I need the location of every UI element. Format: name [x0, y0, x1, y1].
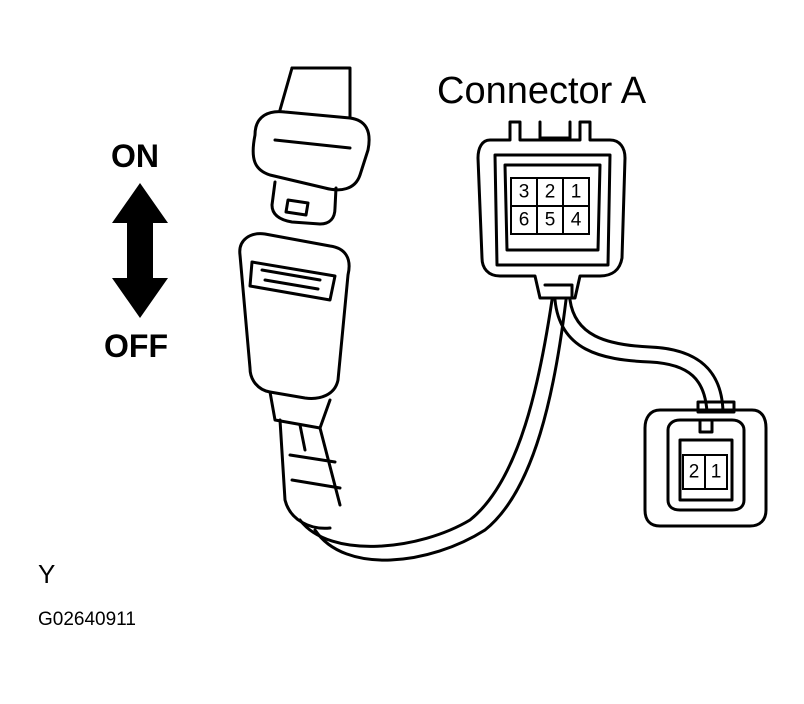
pin-label: 5	[545, 210, 556, 231]
belt-strap	[278, 66, 352, 120]
connector-a	[476, 120, 627, 300]
view-letter: Y	[38, 559, 56, 589]
branch-wire-inner	[568, 298, 725, 414]
connector-a-pin-grid	[510, 177, 590, 235]
pin-label: 2	[545, 182, 556, 203]
on-label: ON	[111, 138, 159, 174]
buckle-body	[238, 232, 351, 530]
tongue-plate	[251, 110, 371, 226]
pin-label: 1	[571, 182, 582, 203]
wire-harness-inner	[313, 298, 568, 562]
pin-label: 3	[519, 182, 530, 203]
figure-code: G02640911	[38, 609, 136, 630]
connector-a-pin-labels: 3 2 1 6 5 4	[519, 182, 582, 231]
connector-b-pin-grid	[682, 454, 728, 490]
wire-harness	[298, 298, 554, 548]
branch-wire	[553, 298, 709, 414]
pin-cell	[510, 205, 538, 235]
connector-b-pin-labels: 2 1	[689, 462, 722, 483]
connector-b	[643, 400, 768, 528]
on-off-arrow	[112, 183, 168, 318]
pin-label: 6	[519, 210, 530, 231]
connector-a-label: Connector A	[437, 70, 647, 112]
pin-cell	[562, 205, 590, 235]
pin-cell	[536, 205, 564, 235]
pin-cell	[704, 454, 728, 490]
pin-label: 2	[689, 462, 700, 483]
pin-label: 1	[711, 462, 722, 483]
off-label: OFF	[104, 328, 168, 364]
pin-label: 4	[571, 210, 582, 231]
